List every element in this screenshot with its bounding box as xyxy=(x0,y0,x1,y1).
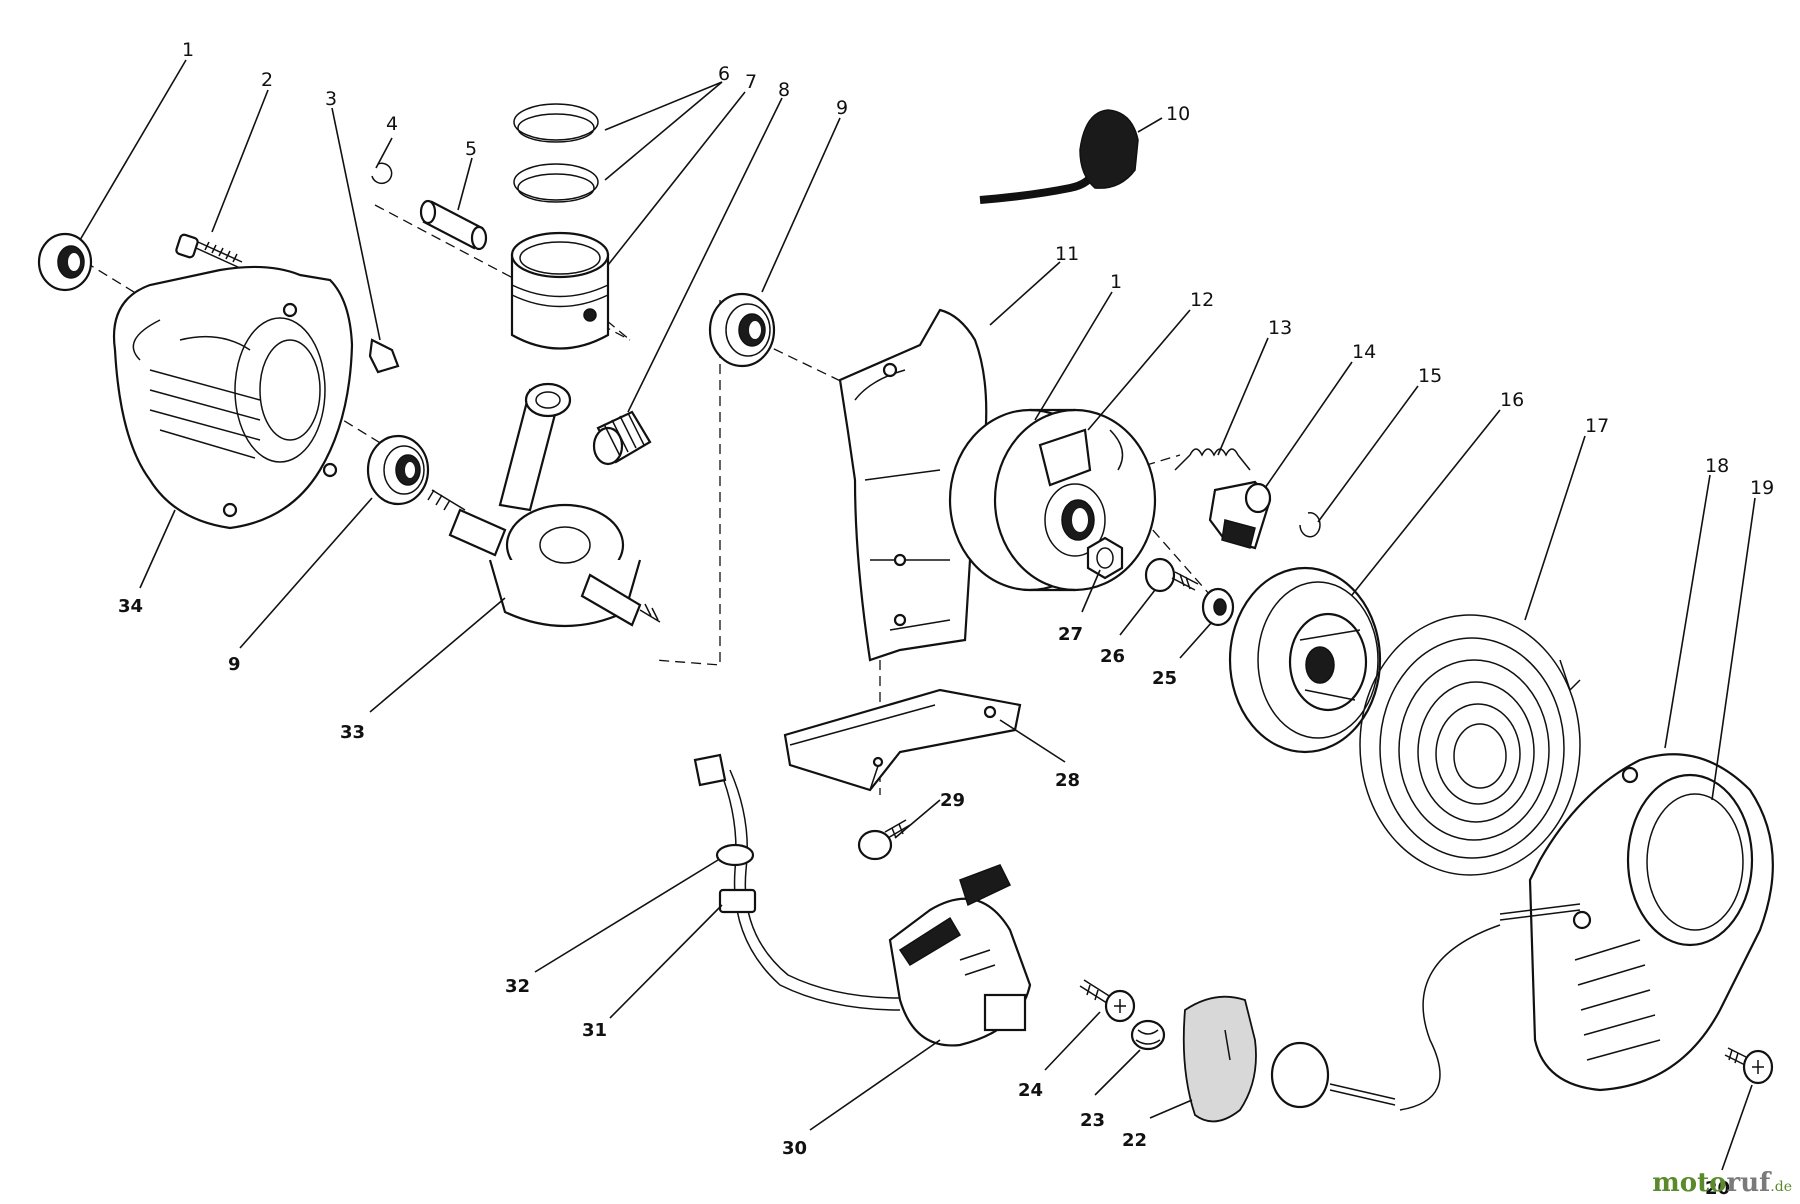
pulley-part-16 xyxy=(1228,566,1382,754)
callout-29: 29 xyxy=(940,790,965,811)
callout-17: 17 xyxy=(1585,415,1609,437)
watermark-part-c: .de xyxy=(1770,1179,1792,1195)
watermark-part-b: ruf xyxy=(1726,1168,1771,1198)
knot-part-23 xyxy=(1130,1019,1166,1051)
washer-part-25 xyxy=(1201,587,1235,627)
callout-24: 24 xyxy=(1018,1080,1043,1101)
watermark-logo: motoruf.de xyxy=(1652,1168,1792,1198)
callout-5: 5 xyxy=(465,138,477,160)
starter-rope xyxy=(1329,903,1581,1111)
leader-lines xyxy=(79,59,1756,1171)
starter-housing-part-18 xyxy=(1528,753,1774,1092)
callout-20: 20 xyxy=(1705,1178,1730,1199)
crankcase-half-part-34 xyxy=(112,265,354,530)
coil-wire-part-31 xyxy=(693,753,901,1011)
callout-22: 22 xyxy=(1122,1130,1147,1151)
callout-9-top: 9 xyxy=(836,97,848,119)
callout-16: 16 xyxy=(1500,389,1524,411)
piston-part-7 xyxy=(510,231,610,350)
callout-27: 27 xyxy=(1058,624,1083,645)
callout-3: 3 xyxy=(325,88,337,110)
screw-part-29 xyxy=(857,819,911,861)
ignition-coil-part-30 xyxy=(888,864,1032,1047)
callout-15: 15 xyxy=(1418,365,1442,387)
callout-31: 31 xyxy=(582,1020,607,1041)
callout-19: 19 xyxy=(1750,477,1774,499)
callout-32: 32 xyxy=(505,976,530,997)
bracket-part-28 xyxy=(783,688,1022,792)
pawl-part-14 xyxy=(1208,480,1272,550)
bearing-part-9-bottom xyxy=(366,434,430,506)
bearing-part-9-top xyxy=(708,292,776,368)
callout-4: 4 xyxy=(386,113,398,135)
bearing-part-1-left xyxy=(37,232,93,292)
starter-handle-part-22 xyxy=(1182,995,1330,1123)
callout-13: 13 xyxy=(1268,317,1292,339)
callout-1-left: 1 xyxy=(182,39,194,61)
callout-23: 23 xyxy=(1080,1110,1105,1131)
needle-bearing-part-8 xyxy=(592,410,652,466)
callout-1-right: 1 xyxy=(1110,271,1122,293)
callout-6: 6 xyxy=(718,63,730,85)
screw-part-20 xyxy=(1724,1047,1774,1085)
watermark-part-a: moto xyxy=(1652,1168,1727,1198)
piston-rings-part-6 xyxy=(513,103,599,203)
crankcase-part-11 xyxy=(838,308,988,662)
crankshaft-part-33 xyxy=(427,382,661,628)
callout-2: 2 xyxy=(261,69,273,91)
circlip-part-15 xyxy=(1299,512,1321,538)
recoil-spring-part-17 xyxy=(1359,614,1581,876)
callout-labels: 1 2 3 4 5 6 7 8 9 10 11 1 12 13 14 15 16… xyxy=(118,39,1774,1199)
callout-18: 18 xyxy=(1705,455,1729,477)
callout-30: 30 xyxy=(782,1138,807,1159)
callout-10: 10 xyxy=(1166,103,1190,125)
callout-12: 12 xyxy=(1190,289,1214,311)
callout-11: 11 xyxy=(1055,243,1079,265)
callout-25: 25 xyxy=(1152,668,1177,689)
callout-26: 26 xyxy=(1100,646,1125,667)
callout-7: 7 xyxy=(745,71,757,93)
callout-33: 33 xyxy=(340,722,365,743)
callout-8: 8 xyxy=(778,79,790,101)
dowel-pin-part-3 xyxy=(368,338,400,374)
flywheel-part-12 xyxy=(948,408,1157,592)
grommet-part-32 xyxy=(715,843,757,914)
screw-part-24 xyxy=(1079,979,1136,1023)
nut-part-27 xyxy=(1086,536,1124,580)
callout-9-bottom: 9 xyxy=(228,654,241,675)
piston-pin-part-5 xyxy=(419,199,488,251)
spark-plug-boot-part-10 xyxy=(979,109,1139,204)
bolt-part-26 xyxy=(1144,557,1199,593)
circlip-part-4 xyxy=(371,162,393,185)
bolt-part-2 xyxy=(175,233,243,269)
callout-14: 14 xyxy=(1352,341,1376,363)
callout-28: 28 xyxy=(1055,770,1080,791)
spring-part-13 xyxy=(1174,448,1251,471)
callout-34: 34 xyxy=(118,596,143,617)
